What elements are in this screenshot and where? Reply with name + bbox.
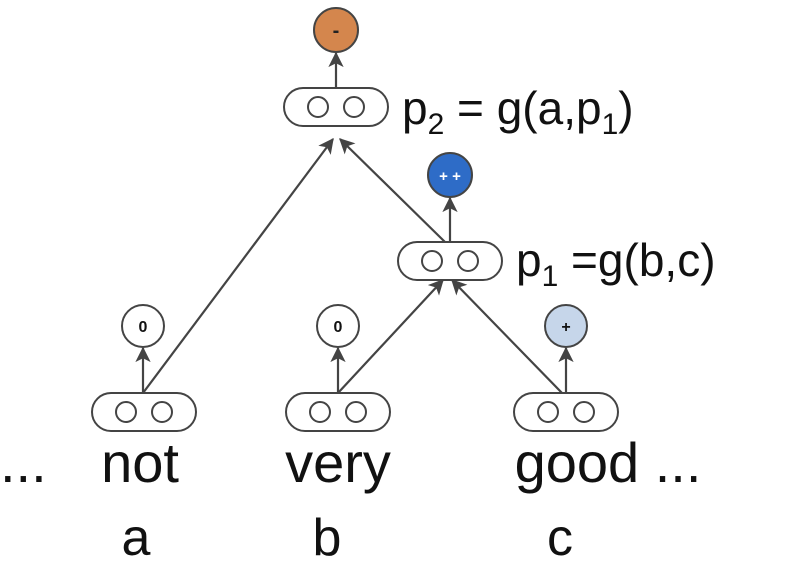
sentiment-very-label: 0 (334, 319, 343, 336)
formula-p2-mid: = g(a,p (444, 82, 601, 134)
edge-p1-to-p2 (339, 138, 446, 243)
sentiment-good: + (544, 304, 588, 348)
formula-p1: p1 =g(b,c) (516, 234, 716, 293)
vector-node-p2 (283, 87, 389, 127)
formula-p1-lhs-sub: 1 (542, 260, 559, 293)
vector-node-p1 (397, 241, 503, 281)
edge-not-to-p2 (142, 137, 334, 394)
sentiment-good-circle (544, 304, 588, 348)
edge-very-to-p1 (337, 279, 444, 394)
formula-p2: p2 = g(a,p1) (402, 82, 634, 141)
word-very: very (285, 431, 391, 494)
var-c: c (547, 509, 573, 567)
sentiment-not-label: 0 (139, 319, 148, 336)
word-not: not (101, 431, 179, 494)
vector-node-not (91, 392, 197, 432)
sentiment-good-label: + (561, 319, 570, 336)
tree-edges (142, 137, 563, 394)
formula-p1-lhs: p (516, 234, 542, 286)
word-leading-ellipsis: ... (0, 431, 47, 494)
sentiment-top: - (313, 7, 359, 53)
sentiment-edges (135, 51, 574, 393)
sentiment-p1-label: + + (439, 168, 461, 185)
formula-p1-mid: =g(b,c) (558, 234, 715, 286)
sentiment-not-circle (121, 304, 165, 348)
sentiment-very-circle (316, 304, 360, 348)
word-good: good ... (515, 431, 702, 494)
sentiment-top-label: - (333, 20, 340, 42)
formula-p2-mid-sub: 1 (602, 108, 619, 141)
formula-p2-lhs-sub: 2 (428, 108, 445, 141)
sentiment-top-circle (313, 7, 359, 53)
var-a: a (122, 509, 151, 567)
sentiment-p1-circle (427, 152, 473, 198)
sentiment-not: 0 (121, 304, 165, 348)
vector-node-good (513, 392, 619, 432)
edge-good-to-p1 (451, 279, 563, 394)
sentiment-very: 0 (316, 304, 360, 348)
vector-node-very (285, 392, 391, 432)
formula-p2-lhs: p (402, 82, 428, 134)
var-b: b (313, 509, 342, 567)
sentiment-p1: + + (427, 152, 473, 198)
formula-p2-end: ) (618, 82, 633, 134)
